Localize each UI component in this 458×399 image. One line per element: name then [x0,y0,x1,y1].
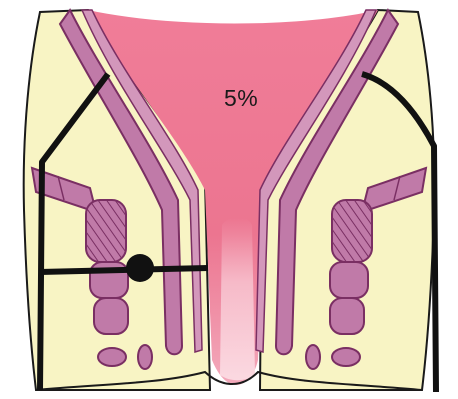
transverse-fistula-track [40,268,208,272]
anal-canal-highlight [220,218,255,381]
percentage-label: 5% [224,85,258,112]
internal-opening-dot [126,254,154,282]
